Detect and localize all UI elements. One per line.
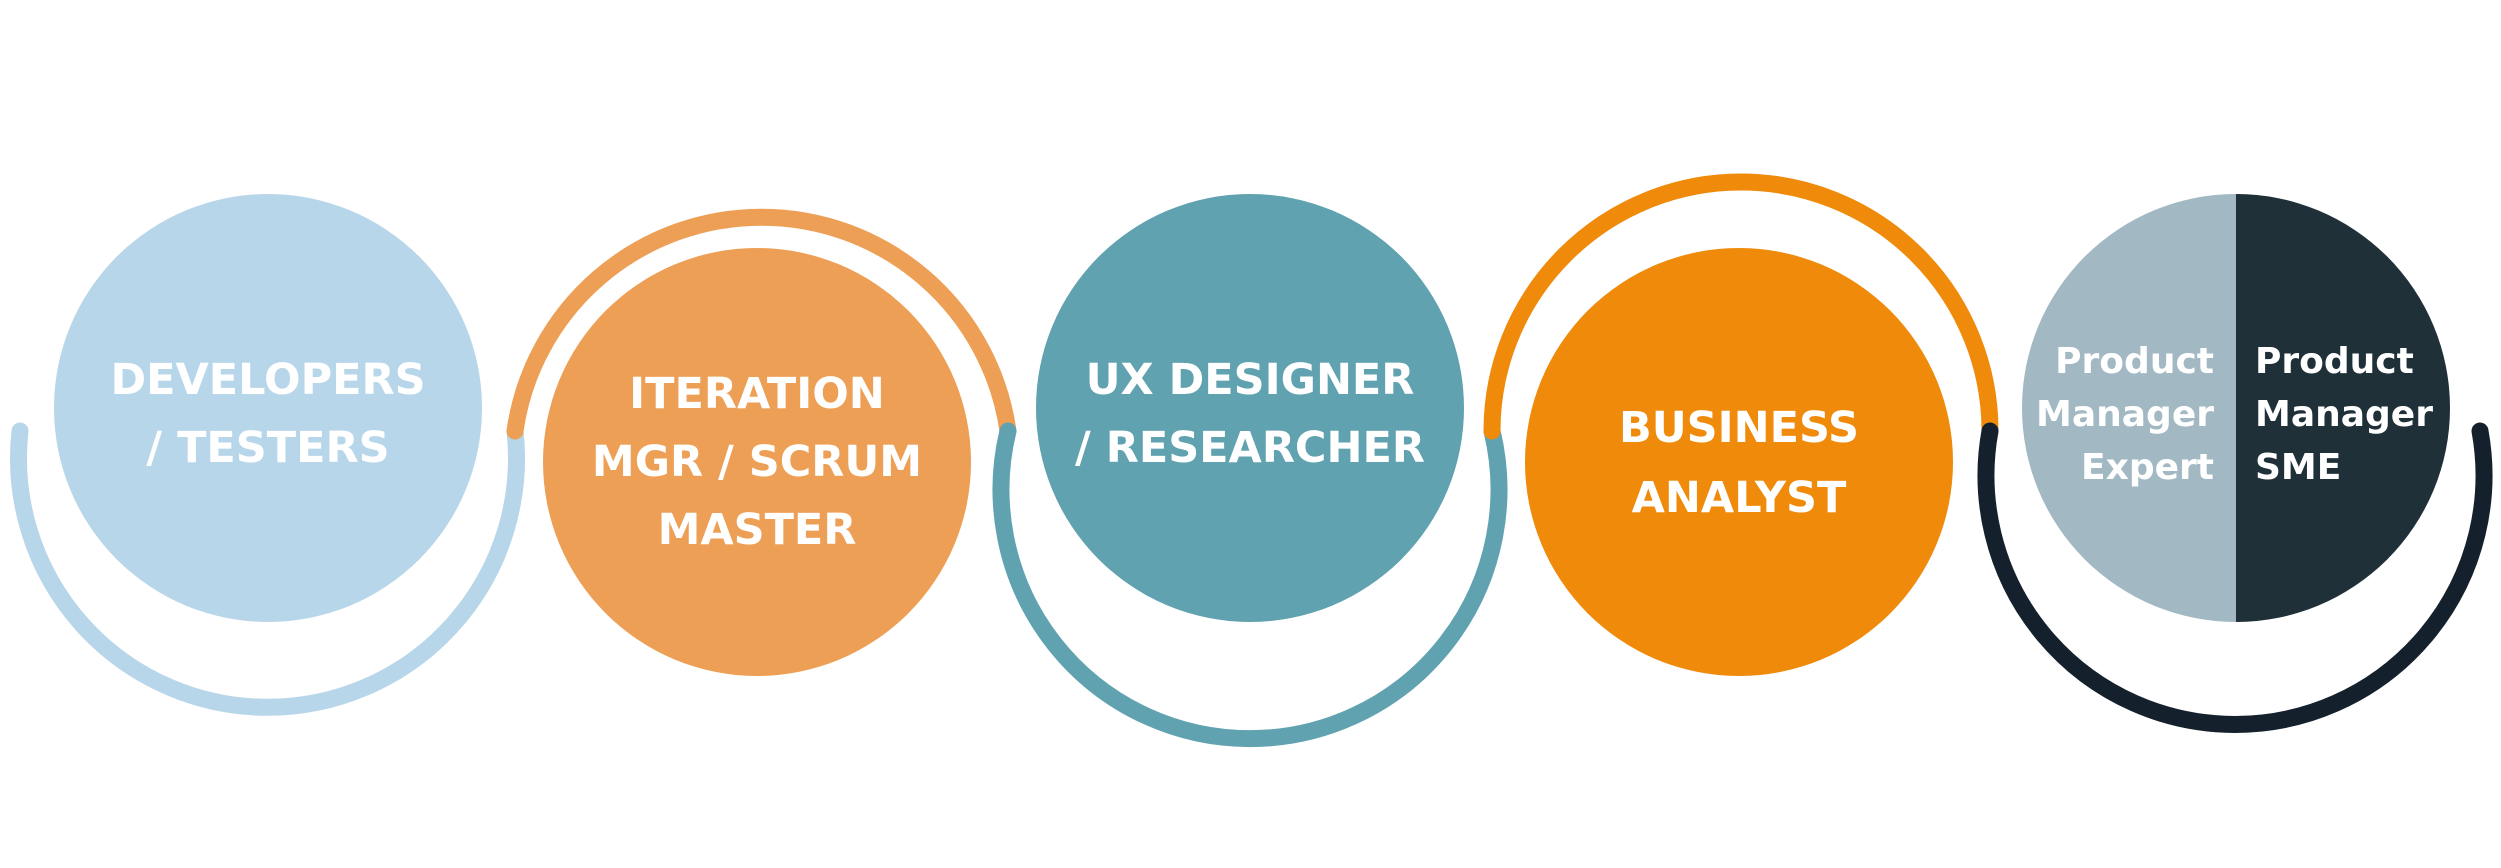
product-sme-line-1: Product bbox=[2255, 341, 2414, 382]
ux-label-line-1: UX DESIGNER bbox=[1086, 355, 1415, 405]
role-developers: DEVELOPERS / TESTERS bbox=[54, 194, 482, 622]
iteration-label-line-3: MASTER bbox=[658, 505, 857, 555]
product-sme-half bbox=[2236, 194, 2450, 622]
connector-arc-product bbox=[1977, 422, 2493, 733]
developers-label-line-1: DEVELOPERS bbox=[110, 355, 425, 405]
product-expert-line-3: Expert bbox=[2081, 447, 2214, 488]
product-expert-line-2: Manager bbox=[2036, 394, 2214, 435]
business-circle bbox=[1525, 248, 1953, 676]
ux-label-line-2: / RESEARCHER bbox=[1075, 423, 1425, 473]
iteration-label-line-1: ITERATION bbox=[629, 369, 885, 419]
product-sme-line-3: SME bbox=[2255, 447, 2341, 488]
business-label-line-2: ANALYST bbox=[1632, 473, 1847, 523]
connector-arc-ux bbox=[992, 422, 1508, 748]
iteration-circle bbox=[543, 248, 971, 676]
developers-circle bbox=[54, 194, 482, 622]
connector-arc-business bbox=[1483, 173, 1999, 440]
ux-circle bbox=[1036, 194, 1464, 622]
connector-arc-developers bbox=[10, 422, 525, 716]
connector-arc-iteration bbox=[506, 208, 1017, 440]
product-sme-line-2: Manager bbox=[2255, 394, 2433, 435]
product-expert-line-1: Product bbox=[2055, 341, 2214, 382]
business-label-line-1: BUSINESS bbox=[1619, 403, 1859, 453]
product-expert-half bbox=[2022, 194, 2236, 622]
iteration-label-line-2: MGR / SCRUM bbox=[592, 437, 922, 487]
role-product: Product Manager Expert Product Manager S… bbox=[2022, 194, 2450, 622]
role-iteration: ITERATION MGR / SCRUM MASTER bbox=[543, 248, 971, 676]
role-business: BUSINESS ANALYST bbox=[1525, 248, 1953, 676]
developers-label-line-2: / TESTERS bbox=[146, 423, 389, 473]
role-ux: UX DESIGNER / RESEARCHER bbox=[1036, 194, 1464, 622]
